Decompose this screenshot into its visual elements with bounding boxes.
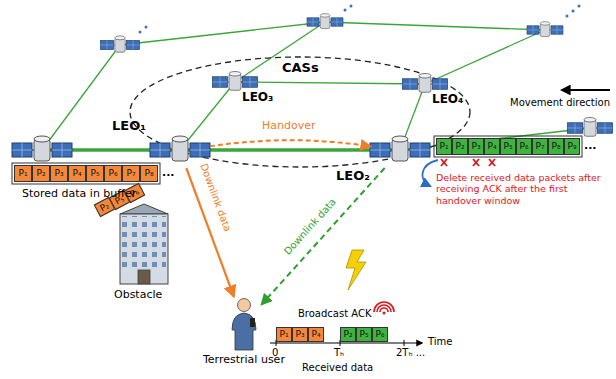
packet-label: P₃ [295,330,304,339]
packet-label: P₂ [36,169,45,178]
packet-label: P₅ [359,330,368,339]
ellipsis: ... [162,166,175,179]
packet-label: P₁ [18,169,27,178]
satellite-name: LEO₄ [432,92,463,106]
ack-note: Broadcast ACK [298,308,372,319]
data-packet: P₁ [276,327,292,342]
packet-label: P₇ [535,142,544,151]
data-packet: P₂ [32,165,50,182]
data-packet: P₆ [372,327,388,342]
data-packet: P₃ [292,327,308,342]
data-packet: P₅ [500,138,516,155]
packet-label: P₆ [108,169,117,178]
data-packet: P₃ [468,138,484,155]
leo-satellite: LEO₂ [370,134,430,168]
buffer-caption: Stored data in buffer [22,187,136,200]
packet-label: P₉ [567,142,576,151]
satellite-name: LEO₂ [336,168,370,183]
packet-label: P₈ [144,169,153,178]
leo-satellite: LEO₁ [150,134,210,168]
time-tick: 0 [272,347,278,358]
packet-label: P₃ [471,142,480,151]
axis-caption: Received data [302,362,373,373]
link-arrow [262,168,385,304]
packet-label: P₅ [90,169,99,178]
edge-label: Downlink data [198,162,233,233]
leo-satellite: LEO₄ [402,72,448,96]
edge-label: Downlink data [282,196,338,257]
group-name: CASs [282,60,319,75]
data-packet: P₃ [50,165,68,182]
satellite-name: LEO₁ [112,118,146,133]
data-packet: P₈ [140,165,158,182]
data-packet: P₇ [122,165,140,182]
data-packet: P₉ [564,138,580,155]
direction-note: Movement direction [510,97,610,108]
edge-label: Handover [262,119,316,132]
packet-label: P₆ [519,142,528,151]
delete-note: Delete received data packets after recei… [436,172,608,206]
packet-label: P₁ [279,330,288,339]
data-packet: P₁ [14,165,32,182]
ellipsis: ... [584,139,597,152]
packet-label: P₂ [343,330,352,339]
data-packet: P₇ [532,138,548,155]
data-packet: P₅ [86,165,104,182]
packet-label: P₃ [54,169,63,178]
axis-label: Time [428,336,452,347]
packet-label: P₂ [455,142,464,151]
data-packet: P₂ [340,327,356,342]
data-packet: P₄ [484,138,500,155]
data-packet: P₅ [356,327,372,342]
leo-satellite: LEO₃ [212,70,258,94]
packet-label: P₄ [72,169,81,178]
packet-label: P₄ [487,142,496,151]
packet-label: P₈ [551,142,560,151]
satellite-name: LEO₃ [242,90,273,104]
time-tick: 2Tₕ ... [396,347,425,358]
data-packet: P₁ [436,138,452,155]
node-caption: Obstacle [114,288,162,301]
packet-label: P₁ [439,142,448,151]
data-packet: P₄ [308,327,324,342]
data-packet: P₈ [548,138,564,155]
link-arrow [210,140,370,146]
data-packet: P₆ [516,138,532,155]
terrestrial-user: Terrestrial user [226,296,262,352]
packet-label: P₇ [126,169,135,178]
data-packet: P₆ [104,165,122,182]
packet-label: P₆ [375,330,384,339]
data-packet: P₄ [68,165,86,182]
time-tick: Tₕ [334,347,344,358]
obstacle-building: Obstacle [118,204,170,286]
packet-label: P₅ [503,142,512,151]
packet-label: P₄ [311,330,320,339]
data-packet: P₂ [452,138,468,155]
packet-label: P₂ [98,201,110,213]
